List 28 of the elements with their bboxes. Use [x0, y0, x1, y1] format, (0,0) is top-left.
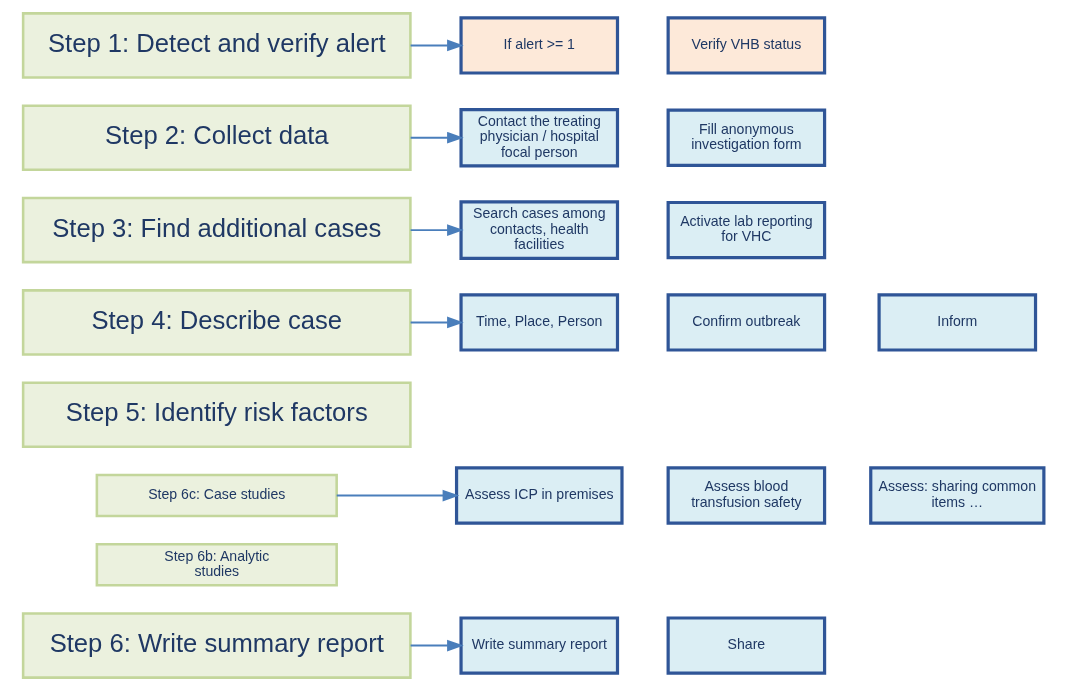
arrow [335, 489, 459, 502]
arrow [409, 131, 464, 144]
node-box: Fill anonymous investigation form [666, 108, 826, 167]
node-box: Step 5: Identify risk factors [21, 381, 412, 449]
arrow [409, 316, 464, 329]
node-box: Step 3: Find additional cases [21, 196, 412, 264]
node-box: Assess blood transfusion safety [666, 466, 826, 525]
node-box: Step 6: Write summary report [21, 612, 412, 679]
node-box: Search cases among contacts, health facilities [458, 200, 619, 260]
node-box: Contact the treating physician / hospital focal person [458, 107, 619, 168]
node-box: Write summary report [458, 616, 619, 675]
node-box: Confirm outbreak [666, 293, 826, 352]
node-box: Step 2: Collect data [21, 104, 412, 172]
node-box: Verify VHB status [666, 16, 826, 75]
arrow [409, 39, 464, 52]
node-box: If alert >= 1 [458, 16, 619, 75]
node-box: Assess: sharing common items … [868, 466, 1045, 525]
arrow [409, 224, 464, 236]
node-box: Assess ICP in premises [454, 466, 624, 525]
node-box: Share [666, 616, 826, 675]
node-box: Step 6b: Analytic studies [95, 543, 338, 587]
node-box: Activate lab reporting for VHC [666, 200, 826, 260]
arrow [409, 639, 464, 652]
node-box: Inform [877, 293, 1037, 352]
node-box: Step 1: Detect and verify alert [21, 12, 412, 79]
node-box: Time, Place, Person [458, 293, 619, 352]
node-box: Step 4: Describe case [21, 289, 412, 356]
node-box: Step 6c: Case studies [95, 473, 338, 518]
